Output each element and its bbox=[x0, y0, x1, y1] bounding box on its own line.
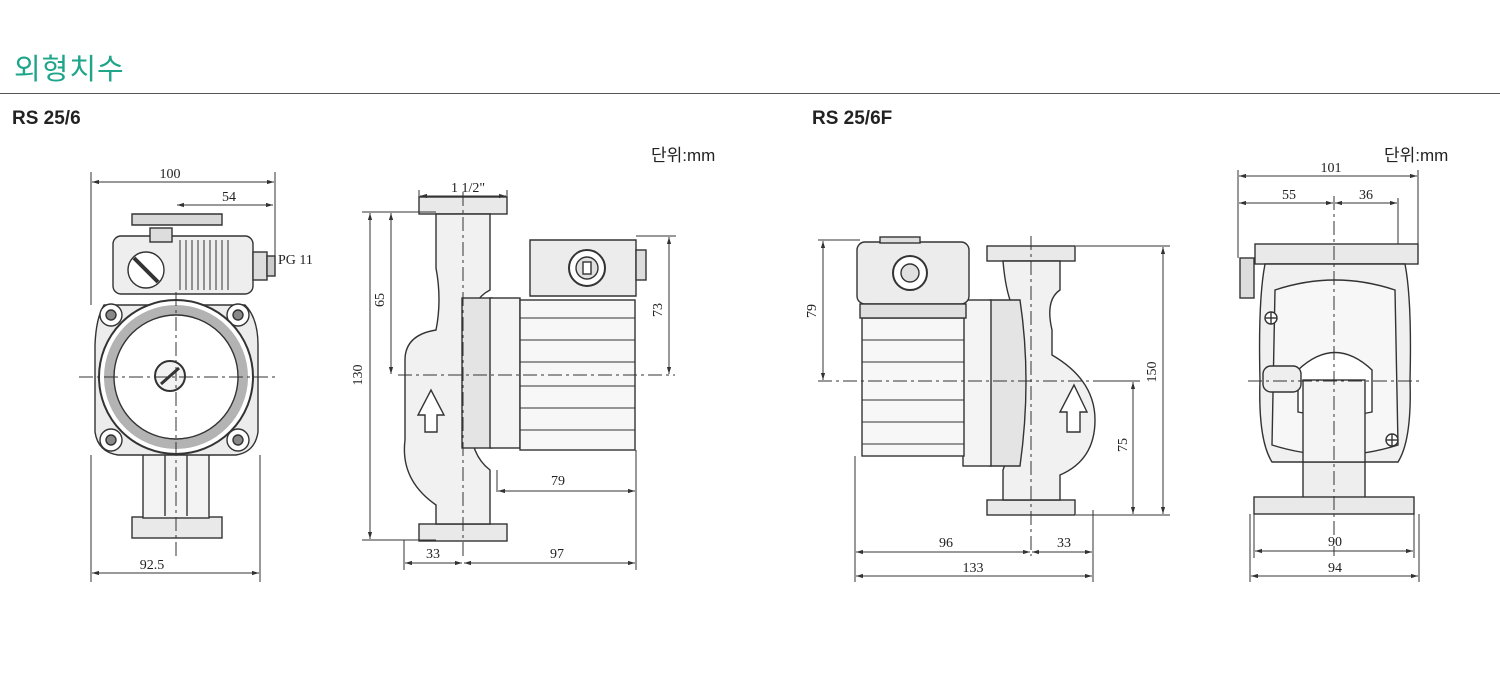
rs-25-6f-motor-height-label: 79 bbox=[805, 304, 820, 318]
rs-25-6f-flange-height-label: 75 bbox=[1116, 438, 1131, 452]
rs-25-6-total-height-label: 130 bbox=[351, 365, 366, 386]
model-name-rs-25-6f: RS 25/6F bbox=[812, 108, 893, 129]
rs-25-6f-flange-offset-label: 33 bbox=[1057, 536, 1071, 551]
rs-25-6f-flange-width-label: 90 bbox=[1328, 535, 1342, 550]
rs-25-6f-base-width-label: 94 bbox=[1328, 561, 1342, 576]
rs-25-6f-left-offset-label: 55 bbox=[1282, 188, 1296, 203]
unit-label-rs-25-6f: 단위:mm bbox=[1384, 146, 1449, 165]
rs-25-6-axis-top-label: 65 bbox=[373, 293, 388, 307]
rs-25-6f-front-width-label: 101 bbox=[1321, 161, 1342, 176]
title-divider bbox=[0, 93, 1500, 94]
rs-25-6-motor-height-label: 73 bbox=[651, 303, 666, 317]
rs-25-6-front-offset-label: 54 bbox=[222, 190, 236, 205]
rs-25-6-motor-length-label: 79 bbox=[551, 474, 565, 489]
rs-25-6f-right-offset-label: 36 bbox=[1359, 188, 1373, 203]
rs-25-6f-total-length-label: 133 bbox=[963, 561, 984, 576]
model-name-rs-25-6: RS 25/6 bbox=[12, 108, 81, 129]
rs-25-6-depth-label: 97 bbox=[550, 547, 564, 562]
rs-25-6-front-base-label: 92.5 bbox=[140, 558, 165, 573]
page-title: 외형치수 bbox=[14, 52, 125, 86]
rs-25-6f-side-view bbox=[818, 236, 1170, 582]
unit-label-rs-25-6: 단위:mm bbox=[651, 146, 716, 165]
rs-25-6-connection-label: 1 1/2" bbox=[451, 181, 485, 196]
rs-25-6-port-offset-label: 33 bbox=[426, 547, 440, 562]
rs-25-6f-total-height-label: 150 bbox=[1145, 362, 1160, 383]
rs-25-6-front-width-label: 100 bbox=[160, 167, 181, 182]
rs-25-6f-front-view bbox=[1237, 170, 1422, 582]
rs-25-6f-motor-length-label: 96 bbox=[939, 536, 953, 551]
rs-25-6-side-view bbox=[362, 190, 676, 570]
rs-25-6-front-view bbox=[79, 172, 278, 582]
rs-25-6-cable-gland-label: PG 11 bbox=[278, 253, 313, 268]
